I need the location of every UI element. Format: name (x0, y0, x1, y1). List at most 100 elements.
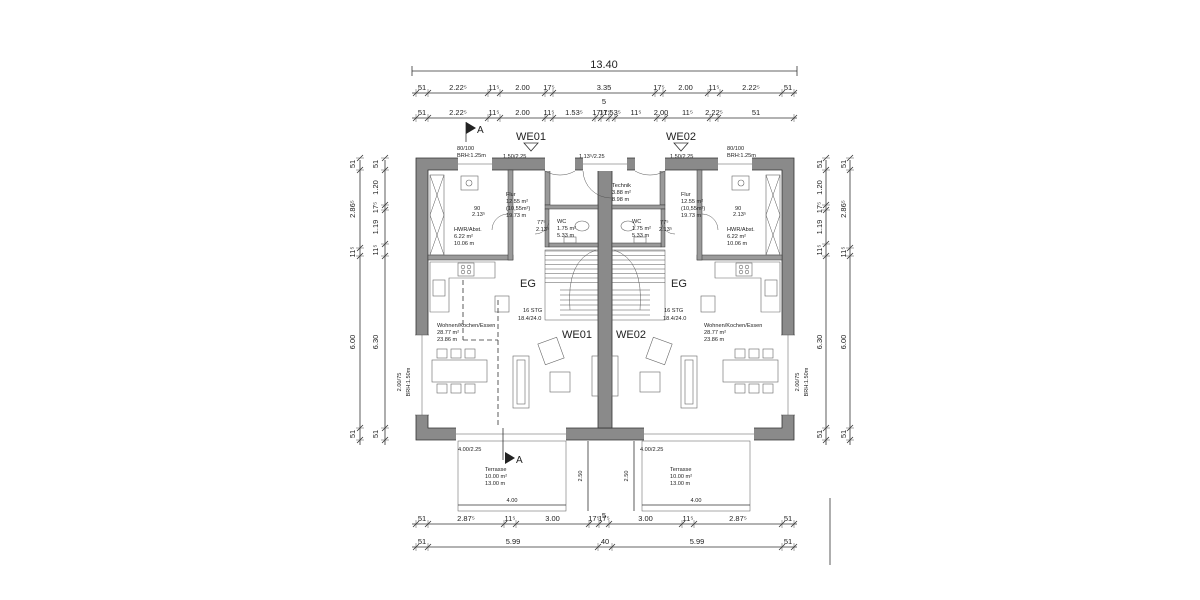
unit-label-we02: WE02 (616, 329, 646, 341)
dim-label: 11⁵ (489, 108, 500, 117)
dim-label: 17⁵ (653, 83, 664, 92)
terrace-depth-right: 2.50 (624, 471, 630, 482)
dim-label: 1.20 (371, 180, 380, 195)
furniture (429, 174, 781, 428)
wc-door-left-width: 77⁵ (537, 219, 546, 226)
section-markers: A A (465, 122, 523, 466)
stairs-left-ratio: 18.4/24.0 (518, 316, 541, 322)
stairs-right-ratio: 18.4/24.0 (663, 316, 686, 322)
stair-outline (611, 249, 666, 321)
bottom-center-dim: 5 (602, 511, 606, 520)
wohnen-left-name: Wohnen/Kochen/Essen (437, 323, 495, 329)
dim-label: 2.00 (678, 83, 693, 92)
dim-label: 2.87⁵ (729, 514, 747, 523)
dim-label: 1.19 (371, 220, 380, 235)
dim-label: 2.00 (515, 83, 530, 92)
wohnen-right-area: 28.77 m² (704, 330, 726, 336)
dim-label: 2.22⁵ (449, 108, 467, 117)
terrasse-left-perimeter: 13.00 m (485, 481, 506, 487)
wc-right-perimeter: 5.33 m (632, 233, 649, 239)
wohnen-left-area: 28.77 m² (437, 330, 459, 336)
flur-right-name: Flur (681, 192, 691, 198)
overall-width: 13.40 (590, 59, 618, 71)
flur-left-area: 12.55 m² (506, 199, 528, 205)
dim-label: 6.30 (371, 335, 380, 350)
dim-label: 51 (418, 514, 426, 523)
dim-label: 51 (752, 108, 760, 117)
dim-label: 51 (839, 430, 848, 438)
dim-label: 1.53⁵ (603, 108, 621, 117)
dim-label: 17⁵ (592, 108, 603, 117)
dim-label: 51 (348, 430, 357, 438)
terrasse-right-area: 10.00 m² (670, 474, 692, 480)
dim-label: 1.53⁵ (565, 108, 583, 117)
window-label-top-right: 80/100 (727, 146, 744, 152)
entry-markers: WE01 WE02 (516, 131, 696, 152)
technik-area: 3.88 m² (612, 190, 631, 196)
hwr-door-right-height: 2.13⁵ (733, 211, 746, 218)
flur-right-area: 12.55 m² (681, 199, 703, 205)
wc-right-area: 1.75 m² (632, 226, 651, 232)
dim-label: 51 (839, 160, 848, 168)
terrasse-right-perimeter: 13.00 m (670, 481, 691, 487)
dim-label: 17⁵ (543, 83, 554, 92)
wohnen-left-perimeter: 23.86 m (437, 337, 458, 343)
window-brh-side-right: BRH:1.50m (804, 367, 810, 396)
hwr-left-name: HWR/Abst. (454, 227, 482, 233)
entry-label-we02: WE02 (666, 131, 696, 143)
stair-outline (544, 249, 599, 321)
dim-label: 51 (418, 83, 426, 92)
dim-label: 11⁵ (544, 108, 555, 117)
hwr-right-perimeter: 10.06 m (727, 241, 748, 247)
dim-label: 2.86⁵ (348, 200, 357, 218)
dim-label: 11⁵ (709, 83, 720, 92)
floor-label-right: EG (671, 278, 687, 290)
wc-left-area: 1.75 m² (557, 226, 576, 232)
entry-door-left: 1.50/2.25 (503, 154, 526, 160)
dim-label: 6.30 (815, 335, 824, 350)
unit-label-we01: WE01 (562, 329, 592, 341)
dim-label: 51 (371, 160, 380, 168)
section-mark-bottom: A (516, 455, 523, 466)
hwr-left-area: 6.22 m² (454, 234, 473, 240)
technik-door: 1.13⁵/2.25 (579, 153, 605, 160)
flur-left-perimeter: 19.73 m (506, 213, 527, 219)
dim-label: 11⁵ (683, 514, 694, 523)
dim-label: 11⁵ (505, 514, 516, 523)
dim-label: 11⁵ (631, 108, 642, 117)
dim-label: 2.22⁵ (742, 83, 760, 92)
wc-door-left-height: 2.13⁵ (536, 226, 549, 233)
dim-label: 17⁵ (599, 108, 610, 117)
wohnen-right-name: Wohnen/Kochen/Essen (704, 323, 762, 329)
wohnen-right-perimeter: 23.86 m (704, 337, 725, 343)
dim-label: 2.00 (654, 108, 669, 117)
dim-label: 1.20 (815, 180, 824, 195)
flur-right-net: (10,55m²) (681, 206, 705, 212)
terrace-door-right: 4.00/2.25 (640, 447, 663, 453)
dim-label: 11⁵ (682, 108, 693, 117)
window-brh-top-left: BRH:1.25m (457, 153, 486, 159)
terrace-width-right: 4.00 (691, 498, 702, 504)
dim-label: 51 (784, 83, 792, 92)
window-brh-top-right: BRH:1.25m (727, 153, 756, 159)
stairs-left-count: 16 STG (523, 308, 542, 314)
window-side-left: 2.00/75 (397, 373, 403, 392)
walls (415, 157, 795, 441)
wc-door-right-width: 77⁵ (660, 219, 669, 226)
floor-label-left: EG (520, 278, 536, 290)
dim-label: 51 (348, 160, 357, 168)
wc-left-perimeter: 5.33 m (557, 233, 574, 239)
terrace-door-left: 4.00/2.25 (458, 447, 481, 453)
dim-label: 2.00 (515, 108, 530, 117)
dim-label: 51 (815, 160, 824, 168)
hwr-door-left-width: 90 (474, 206, 480, 212)
dim-label: 1.19 (815, 220, 824, 235)
terrasse-left-area: 10.00 m² (485, 474, 507, 480)
top-center-dim: 5 (602, 97, 606, 106)
hwr-right-name: HWR/Abst. (727, 227, 755, 233)
dim-label: 51 (815, 430, 824, 438)
